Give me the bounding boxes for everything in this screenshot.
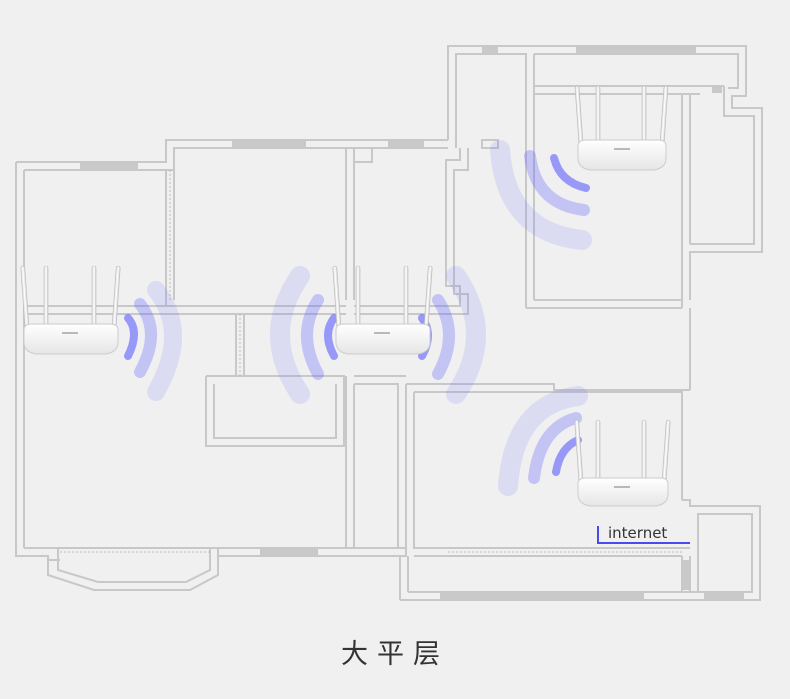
wifi-signals bbox=[124, 140, 592, 496]
router-icon bbox=[574, 85, 669, 171]
walls bbox=[15, 45, 763, 601]
internet-port-line: internet bbox=[597, 524, 690, 544]
router-icon bbox=[332, 265, 433, 355]
internet-label: internet bbox=[608, 524, 667, 542]
router-icon bbox=[574, 419, 671, 507]
wifi-signal-icon bbox=[124, 281, 182, 401]
dashed-openings bbox=[60, 170, 682, 553]
windows bbox=[80, 47, 744, 600]
floor-plan-caption: 大平层 bbox=[341, 639, 449, 670]
wifi-signal-icon bbox=[270, 266, 338, 404]
router-icon bbox=[20, 265, 121, 355]
wifi-signal-icon bbox=[490, 140, 592, 250]
wifi-signal-icon bbox=[498, 386, 588, 496]
